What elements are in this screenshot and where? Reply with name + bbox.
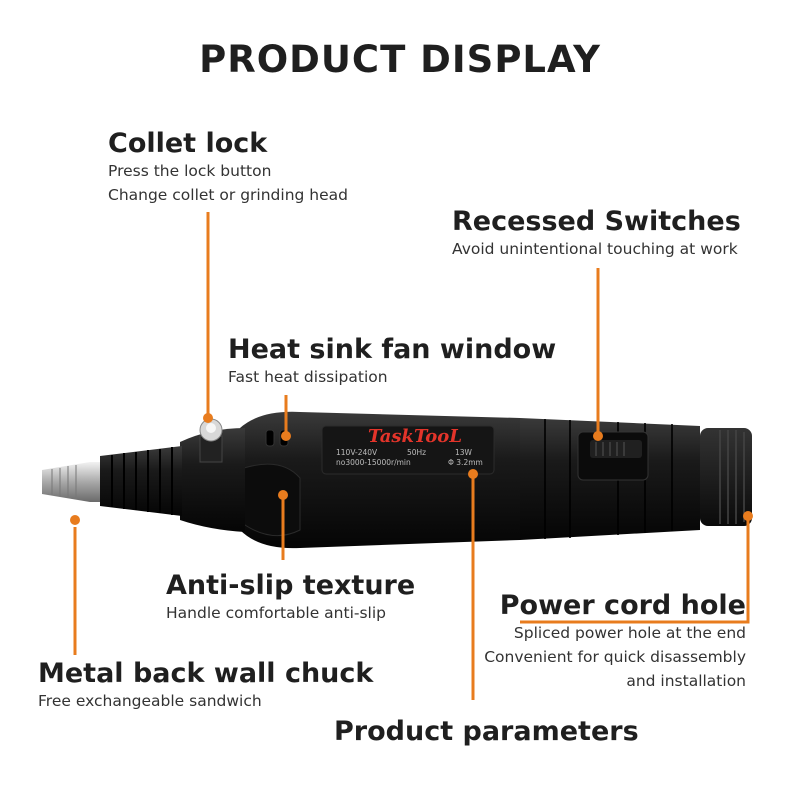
- collet-lock-title: Collet lock: [108, 128, 268, 159]
- recessed-switches-line: Avoid unintentional touching at work: [452, 240, 738, 258]
- recessed-switches-title: Recessed Switches: [452, 206, 741, 237]
- anti-slip-title: Anti-slip texture: [166, 570, 416, 601]
- callout-parameters: Product parameters: [334, 716, 639, 747]
- chuck-line: Free exchangeable sandwich: [38, 692, 262, 710]
- leader-dots: [70, 413, 753, 525]
- power-cord-title: Power cord hole: [499, 590, 746, 621]
- heat-sink-line: Fast heat dissipation: [228, 368, 388, 386]
- spec-power: 13W: [455, 448, 472, 457]
- rotary-tool-body: [42, 411, 752, 549]
- callout-heat-sink: Heat sink fan window Fast heat dissipati…: [228, 334, 556, 389]
- spec-voltage: 110V-240V: [336, 448, 378, 457]
- parameters-title: Product parameters: [334, 716, 639, 747]
- callout-anti-slip: Anti-slip texture Handle comfortable ant…: [166, 570, 415, 625]
- callout-recessed-switches: Recessed Switches Avoid unintentional to…: [452, 206, 741, 261]
- leader-lines: [73, 212, 750, 700]
- power-cord-line: Spliced power hole at the end: [513, 624, 746, 642]
- anti-slip-line: Handle comfortable anti-slip: [166, 604, 387, 622]
- page-title: PRODUCT DISPLAY: [199, 38, 601, 81]
- heat-sink-title: Heat sink fan window: [228, 334, 557, 365]
- collet-lock-line: Press the lock button: [108, 162, 272, 180]
- callout-collet-lock: Collet lock Press the lock button Change…: [108, 128, 348, 207]
- spec-speed: no3000-15000r/min: [336, 458, 411, 467]
- power-cord-line: Convenient for quick disassembly: [484, 648, 746, 666]
- power-cord-line: and installation: [626, 672, 746, 690]
- chuck-title: Metal back wall chuck: [38, 658, 374, 689]
- callout-chuck: Metal back wall chuck Free exchangeable …: [38, 658, 373, 713]
- brand-logo: TaskTooL: [368, 426, 462, 447]
- callout-power-cord: Power cord hole Spliced power hole at th…: [484, 590, 746, 693]
- spec-collet: Φ 3.2mm: [448, 458, 483, 467]
- collet-lock-line: Change collet or grinding head: [108, 186, 348, 204]
- spec-frequency: 50Hz: [407, 448, 427, 457]
